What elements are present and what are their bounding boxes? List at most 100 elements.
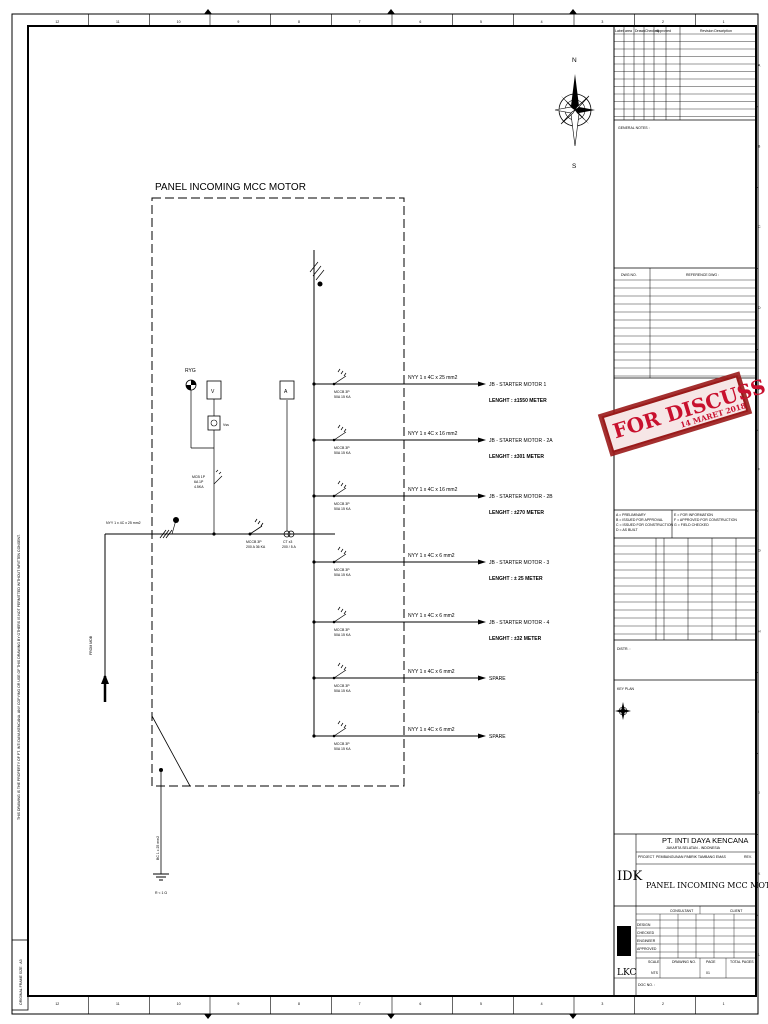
feeder-breaker-label: MCCB 3P [334,446,350,450]
main-breaker-contact [248,532,252,536]
feeder-arrow-icon [478,619,486,625]
feeder-junction [312,620,316,624]
main-breaker-label: MCCB 3P [246,540,262,544]
feeder-junction [312,734,316,738]
column-label-bottom: 10 [177,1002,181,1006]
centering-mark-icon [569,1014,577,1019]
ryg-label: RYG [185,368,196,374]
feeder-breaker-label: MCCB 3P [334,390,350,394]
feeder-arrow-icon [478,381,486,387]
incoming-node-lead [171,519,177,535]
feeder-junction [312,676,316,680]
feeder-destination: JB - STARTER MOTOR - 2A [489,438,553,444]
footer-label: TOTAL PAGES [730,960,754,964]
selector-switch-knob [210,419,218,427]
row-label-right: B [758,144,761,148]
junction-dot [212,532,216,536]
feeder-cable-label: NYY 1 x 4C x 25 mm2 [408,375,458,381]
sign-row-label: DESIGN [637,923,651,927]
feeder-junction [312,438,316,442]
feeder-breaker-label: MCCB 3P [334,568,350,572]
row-label-right: F [758,468,760,472]
company-logo: IDK [617,869,643,884]
mcb-label: MCB 1P [192,475,206,479]
ammeter-box [279,380,295,400]
reference-dwg-label: REFERENCE DWG : [686,273,719,277]
column-label-bottom: 6 [419,1002,421,1006]
column-label-top: 1 [723,20,725,24]
status-code: A = PRELIMINARY [616,513,646,517]
column-label-top: 12 [55,20,59,24]
feeder-length: LENGHT : ±270 METER [489,510,544,516]
feeder-breaker-rating: 50A 15 KA [334,747,351,751]
row-label-right: I [758,710,759,714]
outer-frame [11,13,759,1015]
status-code: D = AS BUILT [616,528,638,532]
page-value: 01 [706,971,710,975]
voltmeter-label: V [211,389,215,395]
panel-door-line [151,715,191,787]
company-name: PT. INTI DAYA KENCANA [662,836,748,845]
general-notes-label: GENERAL NOTES : [618,126,650,130]
selector-label: Vss [223,423,229,427]
project-label: PROJECT [638,855,655,859]
row-label-right: L [758,953,760,957]
feeder-breaker-contact [332,676,336,680]
doc-no-label: DOC NO. : [638,983,655,987]
column-label-top: 7 [359,20,361,24]
feeder-length: LENGHT : ±1550 METER [489,398,547,404]
row-label-right: D [758,306,761,310]
column-label-top: 4 [541,20,543,24]
column-label-bottom: 9 [237,1002,239,1006]
centering-mark-icon [204,1014,212,1019]
feeder-arrow-icon [478,733,486,739]
sign-row-label: ENGINEER [637,939,656,943]
feeder-destination: JB - STARTER MOTOR - 3 [489,560,550,566]
ground-cable-label: BC 1 x 25 mm2 [156,836,160,860]
client-label: CLIENT [730,909,743,913]
feeder-breaker-label: MCCB 3P [334,628,350,632]
feeder-length: LENGHT : ± 25 METER [489,576,543,582]
feeder-breaker-icon [333,480,347,497]
dwg-no-label: DWG NO. [621,273,637,277]
feeder-junction [312,382,316,386]
feeder-breaker-label: MCCB 3P [334,684,350,688]
column-label-bottom: 12 [55,1002,59,1006]
feeder-breaker-label: MCCB 3P [334,502,350,506]
key-plan-label: KEY PLAN [617,687,635,691]
column-label-bottom: 7 [359,1002,361,1006]
feeder-cable-label: NYY 1 x 4C x 6 mm2 [408,553,455,559]
column-label-top: 10 [177,20,181,24]
column-label-bottom: 8 [298,1002,300,1006]
rev-header: area [625,29,632,33]
feeder-breaker-contact [332,560,336,564]
row-label-right: J [758,791,760,795]
ct-rating: 200 / 5 A [282,545,296,549]
feeder-breaker-icon [333,606,347,623]
feeder-cable-label: NYY 1 x 4C x 6 mm2 [408,613,455,619]
scale-value: NTS [651,971,659,975]
status-code: C = ISSUED FOR CONSTRUCTION [616,523,674,527]
feeder-length: LENGHT : ±32 METER [489,636,542,642]
feeder-destination: JB - STARTER MOTOR - 2B [489,494,553,500]
footer-label: DRAWING NO. [672,960,696,964]
feeder-breaker-label: MCCB 3P [334,742,350,746]
consultant-label: CONSULTANT [670,909,694,913]
feeder-breaker-icon [333,368,347,385]
row-label-right: C [758,225,761,229]
bus-break-icon [309,261,325,281]
feeder-cable-label: NYY 1 x 4C x 6 mm2 [408,669,455,675]
ground-value: R < 1 Ω [155,891,167,895]
logo2-box [617,926,631,956]
column-label-top: 9 [237,20,239,24]
cable-tick-2 [162,529,170,539]
feeder-breaker-rating: 50A 15 KA [334,451,351,455]
column-label-top: 3 [601,20,603,24]
column-label-bottom: 3 [601,1002,603,1006]
main-breaker-icon [249,518,264,535]
